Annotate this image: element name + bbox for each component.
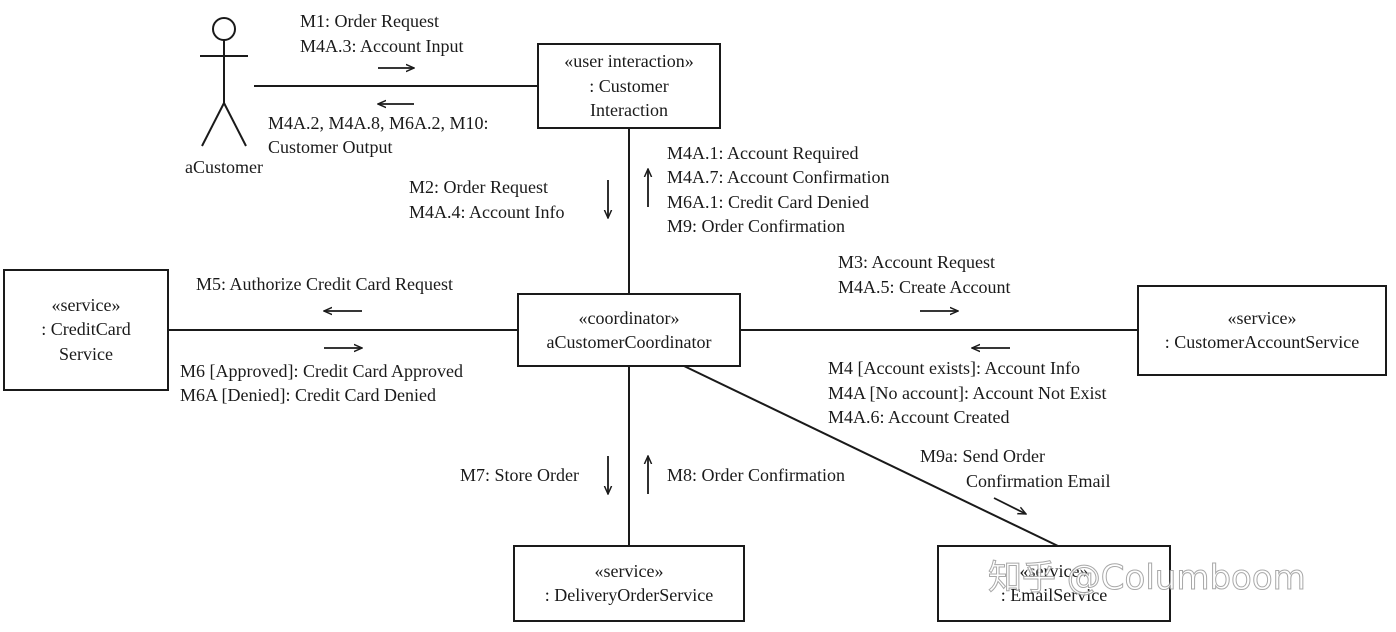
message-label: M4A.2, M4A.8, M6A.2, M10: xyxy=(268,113,489,133)
link-coordinator-email xyxy=(683,365,1059,547)
object-name: Interaction xyxy=(590,100,668,120)
actor-stick-figure-icon xyxy=(200,17,248,147)
object-delivery-order-service: «service» : DeliveryOrderService xyxy=(513,545,745,622)
object-name: : Customer xyxy=(589,76,669,96)
message-label: M9: Order Confirmation xyxy=(667,216,845,236)
stereotype-label: «user interaction» xyxy=(564,51,693,71)
message-label: M6A.1: Credit Card Denied xyxy=(667,192,869,212)
message-label: Customer Output xyxy=(268,137,393,157)
actor-name: aCustomer xyxy=(185,157,263,177)
message-label: M2: Order Request xyxy=(409,177,548,197)
object-name: : DeliveryOrderService xyxy=(545,585,713,605)
watermark-text: 知乎 @Columboom xyxy=(988,558,1306,598)
message-label: M4A.6: Account Created xyxy=(828,407,1009,427)
object-name: aCustomerCoordinator xyxy=(547,332,712,352)
stereotype-label: «service» xyxy=(1228,308,1297,328)
object-name: : CustomerAccountService xyxy=(1165,332,1359,352)
message-label: M8: Order Confirmation xyxy=(667,465,845,485)
message-label: M1: Order Request xyxy=(300,11,439,31)
message-group-coordinator-to-credit: M5: Authorize Credit Card Request xyxy=(196,274,453,294)
message-label: M3: Account Request xyxy=(838,252,995,272)
object-name: Service xyxy=(59,344,113,364)
message-label: M4 [Account exists]: Account Info xyxy=(828,358,1080,378)
message-group-ui-to-coordinator: M2: Order Request M4A.4: Account Info xyxy=(409,177,564,222)
message-label: M6A [Denied]: Credit Card Denied xyxy=(180,385,436,405)
message-label: M4A.4: Account Info xyxy=(409,202,564,222)
object-coordinator: «coordinator» aCustomerCoordinator xyxy=(517,293,741,367)
message-group-coordinator-to-account: M3: Account Request M4A.5: Create Accoun… xyxy=(838,252,1010,297)
arrow-diagonal-icon xyxy=(993,497,1026,515)
message-group-coordinator-to-email: M9a: Send Order Confirmation Email xyxy=(920,446,1110,491)
object-customer-account-service: «service» : CustomerAccountService xyxy=(1137,285,1387,376)
stereotype-label: «service» xyxy=(595,561,664,581)
object-customer-interaction: «user interaction» : Customer Interactio… xyxy=(537,43,721,129)
message-label: M4A [No account]: Account Not Exist xyxy=(828,383,1106,403)
message-label: M4A.7: Account Confirmation xyxy=(667,167,889,187)
message-group-ui-to-actor: M4A.2, M4A.8, M6A.2, M10: Customer Outpu… xyxy=(268,113,489,157)
object-name: : CreditCard xyxy=(41,319,130,339)
message-label: M6 [Approved]: Credit Card Approved xyxy=(180,361,463,381)
message-label: M5: Authorize Credit Card Request xyxy=(196,274,453,294)
message-group-actor-to-ui: M1: Order Request M4A.3: Account Input xyxy=(300,11,464,56)
message-group-credit-to-coordinator: M6 [Approved]: Credit Card Approved M6A … xyxy=(180,361,463,405)
message-label: M4A.5: Create Account xyxy=(838,277,1010,297)
object-name: : EmailService xyxy=(1001,585,1107,605)
message-label: Confirmation Email xyxy=(966,471,1110,491)
stereotype-label: «coordinator» xyxy=(579,308,680,328)
message-label: M9a: Send Order xyxy=(920,446,1045,466)
message-group-delivery-to-coordinator: M8: Order Confirmation xyxy=(667,465,845,485)
message-group-coordinator-to-delivery: M7: Store Order xyxy=(460,465,579,485)
message-label: M4A.3: Account Input xyxy=(300,36,464,56)
stereotype-label: «service» xyxy=(52,295,121,315)
object-credit-card-service: «service» : CreditCard Service xyxy=(3,269,169,391)
stereotype-label: «service» xyxy=(1020,561,1089,581)
object-email-service: «service» : EmailService xyxy=(937,545,1171,622)
message-label: M7: Store Order xyxy=(460,465,579,485)
message-label: M4A.1: Account Required xyxy=(667,143,858,163)
message-group-account-to-coordinator: M4 [Account exists]: Account Info M4A [N… xyxy=(828,358,1106,427)
message-group-coordinator-to-ui: M4A.1: Account Required M4A.7: Account C… xyxy=(667,143,889,236)
